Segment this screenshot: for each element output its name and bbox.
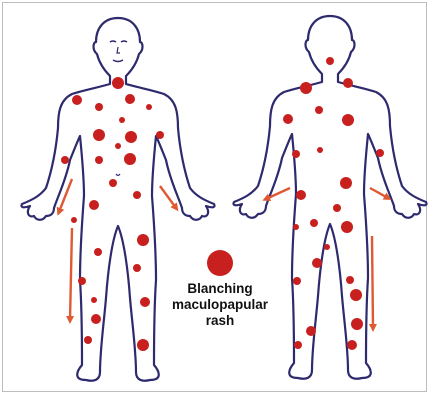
rash-spot [310,219,318,227]
front-navel [116,174,120,176]
rash-spot [91,297,97,303]
rash-spot [115,143,121,149]
rash-spot [137,339,149,351]
rash-spot [343,78,353,88]
front-face-mouth [113,60,123,62]
rash-spot [300,82,312,94]
rash-spot [306,326,316,336]
rash-spot [315,106,323,114]
rash-spot [146,104,152,110]
rash-spot [296,190,306,200]
rash-spot [294,341,302,349]
rash-spot [95,103,103,111]
rash-spot [324,244,330,250]
spread-arrow [372,236,373,328]
rash-spot [125,94,135,104]
rash-spot [350,289,362,301]
rash-legend-dot [207,250,233,276]
rash-spot [89,200,99,210]
rash-spot [109,179,117,187]
rash-spot [156,131,164,139]
rash-spot [95,156,103,164]
rash-spot [333,204,341,212]
rash-spot [61,156,69,164]
spread-arrow [370,188,388,198]
rash-spot [112,77,124,89]
rash-spot [293,277,301,285]
rash-spot [125,131,137,143]
spread-arrow [160,186,176,208]
front-face-eye-left [110,41,116,42]
rash-spot [133,264,141,272]
rash-spot [133,191,141,199]
rash-spot [119,117,125,123]
rash-spot [93,129,105,141]
rash-spot [124,153,136,165]
spread-arrow [59,179,72,212]
rash-spot [376,149,384,157]
rash-spot [342,114,354,126]
rash-spot [341,221,353,233]
spread-arrow [70,228,72,320]
rash-spot [326,57,334,65]
rash-spot [84,336,92,344]
rash-spot [293,224,299,230]
rash-spot [72,95,82,105]
rash-spot [140,297,150,307]
front-face-nose [117,47,120,53]
legend: Blanching maculopapular rash [150,250,290,329]
rash-spot [347,340,357,350]
rash-legend-label: Blanching maculopapular rash [150,281,290,329]
rash-spot [137,234,149,246]
rash-spot [78,277,86,285]
rash-spot [283,114,293,124]
rash-spot [91,314,101,324]
rash-spot [71,217,77,223]
rash-spot [312,258,322,268]
rash-spot [317,147,323,153]
front-face-eye-right [121,41,127,42]
rash-spot [94,248,102,256]
rash-spot [340,177,352,189]
rash-spot [351,318,363,330]
rash-spot [346,276,354,284]
rash-spot [292,150,300,158]
